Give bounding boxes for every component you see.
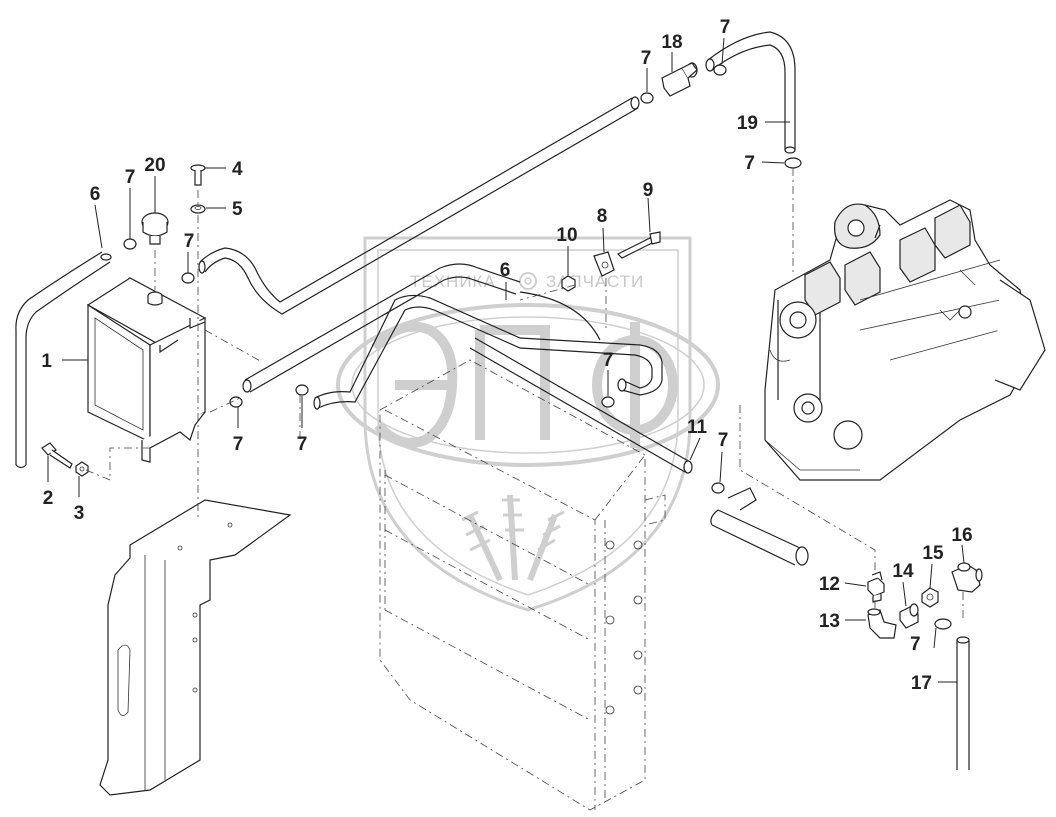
- callout-14: 14: [892, 561, 914, 582]
- callout-20: 20: [144, 155, 165, 176]
- tee-fitting: [951, 562, 983, 593]
- callout-6-left: 6: [90, 184, 101, 205]
- engine: [764, 199, 1046, 481]
- callout-7-hose-19: 7: [744, 153, 755, 174]
- callout-13: 13: [819, 611, 840, 632]
- assembly-center-lines: [85, 168, 964, 620]
- watermark-text-right: ЗАПЧАСТИ: [546, 272, 644, 291]
- callout-18: 18: [661, 32, 682, 53]
- vent-hose-upper: [198, 96, 640, 315]
- callout-8: 8: [597, 206, 608, 227]
- radiator-outline: [379, 359, 666, 811]
- watermark-wheat: [461, 494, 565, 582]
- callout-2: 2: [43, 488, 54, 509]
- filler-cap: [141, 212, 169, 245]
- callout-3: 3: [74, 503, 85, 524]
- leader-lines: [47, 37, 965, 683]
- callout-19: 19: [737, 113, 758, 134]
- mounting-bracket: [593, 251, 615, 277]
- expansion-tank: [86, 277, 207, 463]
- vent-hose-upper-right: [705, 31, 796, 154]
- callout-5: 5: [232, 199, 243, 220]
- screw: [190, 164, 206, 186]
- callout-labels: 1 2 3 4 5 6 6 7 7 7 7 7 7 7 7 7 7 7 8 9 …: [41, 17, 972, 694]
- overflow-hose: [15, 251, 112, 469]
- bolt: [41, 442, 73, 469]
- callout-7-pipe-end: 7: [718, 430, 729, 451]
- lower-coolant-hose: [710, 487, 809, 566]
- callout-7-tank-top: 7: [125, 167, 136, 188]
- coolant-pipe-middle: [242, 263, 521, 393]
- callout-7-bent-hose: 7: [297, 434, 308, 455]
- gear-icon: [519, 272, 537, 290]
- elbow-fitting: [867, 608, 897, 639]
- callout-15: 15: [922, 543, 944, 564]
- callout-6-center: 6: [500, 260, 511, 281]
- callout-17: 17: [911, 673, 932, 694]
- nut: [75, 461, 89, 477]
- coolant-pipe: [469, 337, 693, 474]
- washer: [190, 204, 206, 214]
- adapter: [899, 603, 919, 629]
- callout-11: 11: [687, 417, 708, 438]
- callout-7-tee: 7: [910, 634, 921, 655]
- callout-7-pipe-left: 7: [233, 434, 244, 455]
- watermark-text-left: ТЕХНИКА: [410, 272, 496, 291]
- callout-10: 10: [556, 225, 577, 246]
- callout-16: 16: [951, 525, 972, 546]
- drain-hose: [956, 636, 970, 770]
- straight-fitting: [867, 571, 885, 603]
- hose-fitting: [661, 62, 698, 97]
- callout-7-fitting-left: 7: [641, 48, 652, 69]
- callout-9: 9: [643, 180, 654, 201]
- callout-1: 1: [41, 351, 52, 372]
- callout-7-tank-right: 7: [184, 231, 195, 252]
- hose-clamp: [123, 64, 952, 630]
- callout-4: 4: [232, 159, 243, 180]
- radiator-mounting-plate: [99, 499, 292, 796]
- callout-7-bent-end: 7: [603, 350, 614, 371]
- nut-fitting: [921, 587, 939, 608]
- callout-12: 12: [819, 574, 840, 595]
- callout-7-fitting-right: 7: [720, 17, 731, 38]
- bracket-bolt: [616, 231, 661, 259]
- bent-hose: [313, 291, 663, 410]
- bracket-nut: [561, 275, 576, 292]
- watermark-emblem-letters: [371, 321, 678, 448]
